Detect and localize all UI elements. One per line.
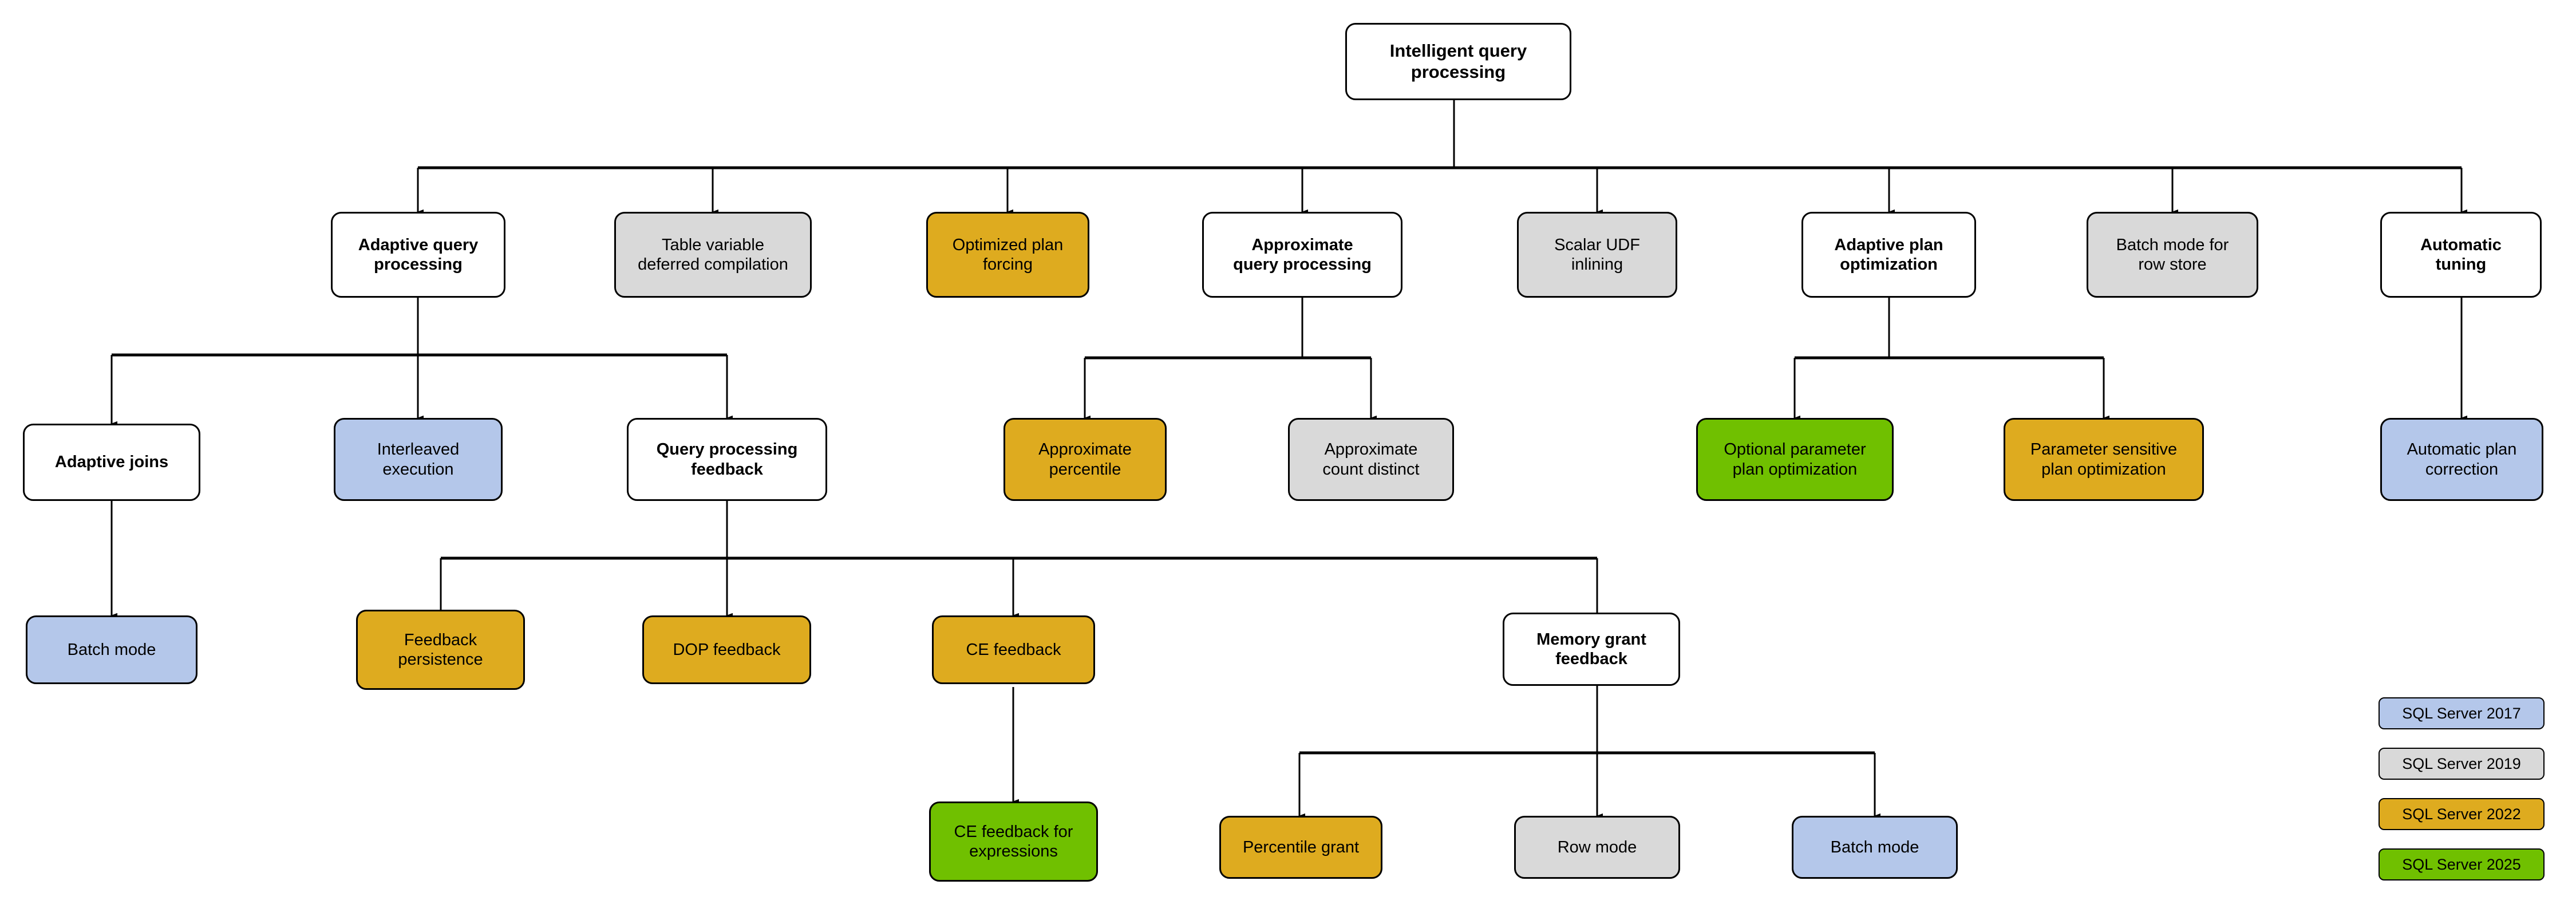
node-automatic-plan-correction[interactable]: Automatic plan correction (2380, 418, 2543, 501)
node-label: CE feedback (966, 640, 1061, 659)
legend-item-label: SQL Server 2019 (2402, 755, 2521, 772)
node-adaptive-joins[interactable]: Adaptive joins (23, 424, 200, 501)
legend-item-sql-server-2022: SQL Server 2022 (2379, 798, 2545, 830)
node-interleaved-execution[interactable]: Interleaved execution (334, 418, 503, 501)
node-label: Optimized plan forcing (952, 235, 1064, 274)
node-label: Table variable deferred compilation (638, 235, 788, 274)
node-label: Row mode (1557, 838, 1637, 856)
node-table-variable-deferred-compilation[interactable]: Table variable deferred compilation (614, 212, 812, 298)
node-label: Automatic plan correction (2407, 440, 2517, 479)
node-intelligent-query-processing[interactable]: Intelligent query processing (1345, 23, 1571, 100)
node-label: Memory grant feedback (1536, 630, 1646, 668)
legend-item-label: SQL Server 2025 (2402, 855, 2521, 873)
node-parameter-sensitive-plan-optimization[interactable]: Parameter sensitive plan optimization (2004, 418, 2204, 501)
node-dop-feedback[interactable]: DOP feedback (642, 615, 811, 684)
legend-item-sql-server-2019: SQL Server 2019 (2379, 748, 2545, 780)
node-label: Optional parameter plan optimization (1724, 440, 1866, 479)
node-adaptive-plan-optimization[interactable]: Adaptive plan optimization (1801, 212, 1976, 298)
node-ce-feedback-for-expressions[interactable]: CE feedback for expressions (929, 802, 1098, 882)
node-label: Adaptive query processing (358, 235, 479, 274)
node-memory-grant-feedback[interactable]: Memory grant feedback (1503, 613, 1680, 686)
node-label: Approximate count distinct (1322, 440, 1420, 479)
legend-item-label: SQL Server 2017 (2402, 704, 2521, 722)
node-scalar-udf-inlining[interactable]: Scalar UDF inlining (1517, 212, 1677, 298)
node-label: Automatic tuning (2420, 235, 2502, 274)
node-label: Feedback persistence (398, 630, 483, 669)
node-label: Batch mode (1830, 838, 1919, 856)
node-batch-mode-for-row-store[interactable]: Batch mode for row store (2087, 212, 2258, 298)
node-batch-mode-adaptive-joins[interactable]: Batch mode (26, 615, 197, 684)
node-label: Batch mode for row store (2116, 235, 2229, 274)
node-automatic-tuning[interactable]: Automatic tuning (2380, 212, 2542, 298)
node-label: Scalar UDF inlining (1554, 235, 1640, 274)
node-feedback-persistence[interactable]: Feedback persistence (356, 610, 525, 690)
node-label: Approximate query processing (1233, 235, 1372, 274)
node-label: Intelligent query processing (1389, 40, 1527, 82)
node-label: Parameter sensitive plan optimization (2030, 440, 2178, 479)
node-ce-feedback[interactable]: CE feedback (932, 615, 1095, 684)
legend-item-sql-server-2025: SQL Server 2025 (2379, 848, 2545, 881)
node-label: Query processing feedback (656, 440, 798, 479)
node-optional-parameter-plan-optimization[interactable]: Optional parameter plan optimization (1696, 418, 1894, 501)
node-batch-mode-memory-grant[interactable]: Batch mode (1792, 816, 1958, 879)
node-label: DOP feedback (673, 640, 781, 659)
node-adaptive-query-processing[interactable]: Adaptive query processing (331, 212, 505, 298)
node-optimized-plan-forcing[interactable]: Optimized plan forcing (926, 212, 1089, 298)
node-label: Approximate percentile (1038, 440, 1132, 479)
node-approximate-query-processing[interactable]: Approximate query processing (1202, 212, 1402, 298)
node-label: Interleaved execution (377, 440, 460, 479)
legend-item-label: SQL Server 2022 (2402, 805, 2521, 823)
node-label: Batch mode (67, 640, 156, 659)
node-label: Percentile grant (1242, 838, 1360, 856)
node-percentile-grant[interactable]: Percentile grant (1219, 816, 1382, 879)
node-label: Adaptive joins (54, 453, 169, 472)
node-approximate-percentile[interactable]: Approximate percentile (1003, 418, 1167, 501)
node-label: Adaptive plan optimization (1834, 235, 1943, 274)
legend-item-sql-server-2017: SQL Server 2017 (2379, 697, 2545, 729)
node-query-processing-feedback[interactable]: Query processing feedback (627, 418, 827, 501)
node-label: CE feedback for expressions (954, 822, 1073, 860)
node-approximate-count-distinct[interactable]: Approximate count distinct (1288, 418, 1454, 501)
node-row-mode[interactable]: Row mode (1514, 816, 1680, 879)
